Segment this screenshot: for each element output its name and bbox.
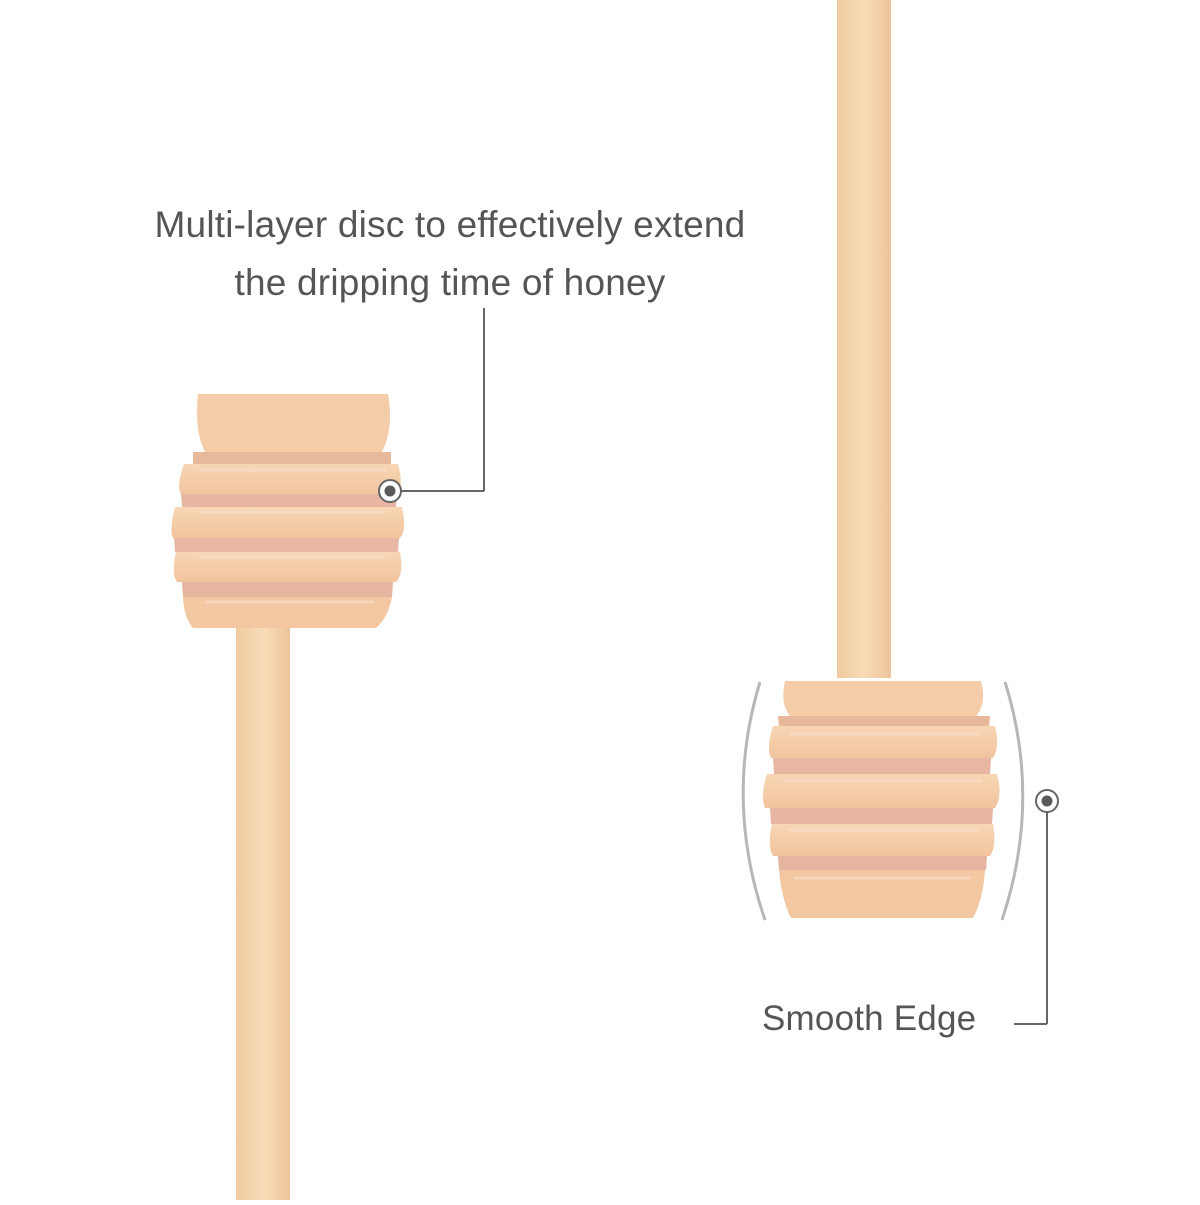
bottom-callout-connector [1014, 789, 1059, 1025]
right-dipper-head [762, 681, 1000, 918]
multi-layer-callout-line-1: Multi-layer disc to effectively extend [154, 204, 746, 245]
multi-layer-callout-line-2: the dripping time of honey [234, 262, 666, 303]
left-dipper-handle [236, 628, 290, 1200]
smooth-edge-callout: Smooth Edge [762, 999, 977, 1038]
callout-dot-icon [378, 479, 402, 503]
left-dipper-head [171, 394, 405, 628]
smooth-edge-left-arc [741, 681, 767, 921]
right-dipper-handle [837, 0, 891, 678]
callout-dot-icon [1035, 789, 1059, 813]
top-callout-connector [378, 308, 485, 503]
multi-layer-callout: Multi-layer disc to effectively extend t… [120, 196, 780, 312]
smooth-edge-right-arc [1000, 681, 1025, 921]
